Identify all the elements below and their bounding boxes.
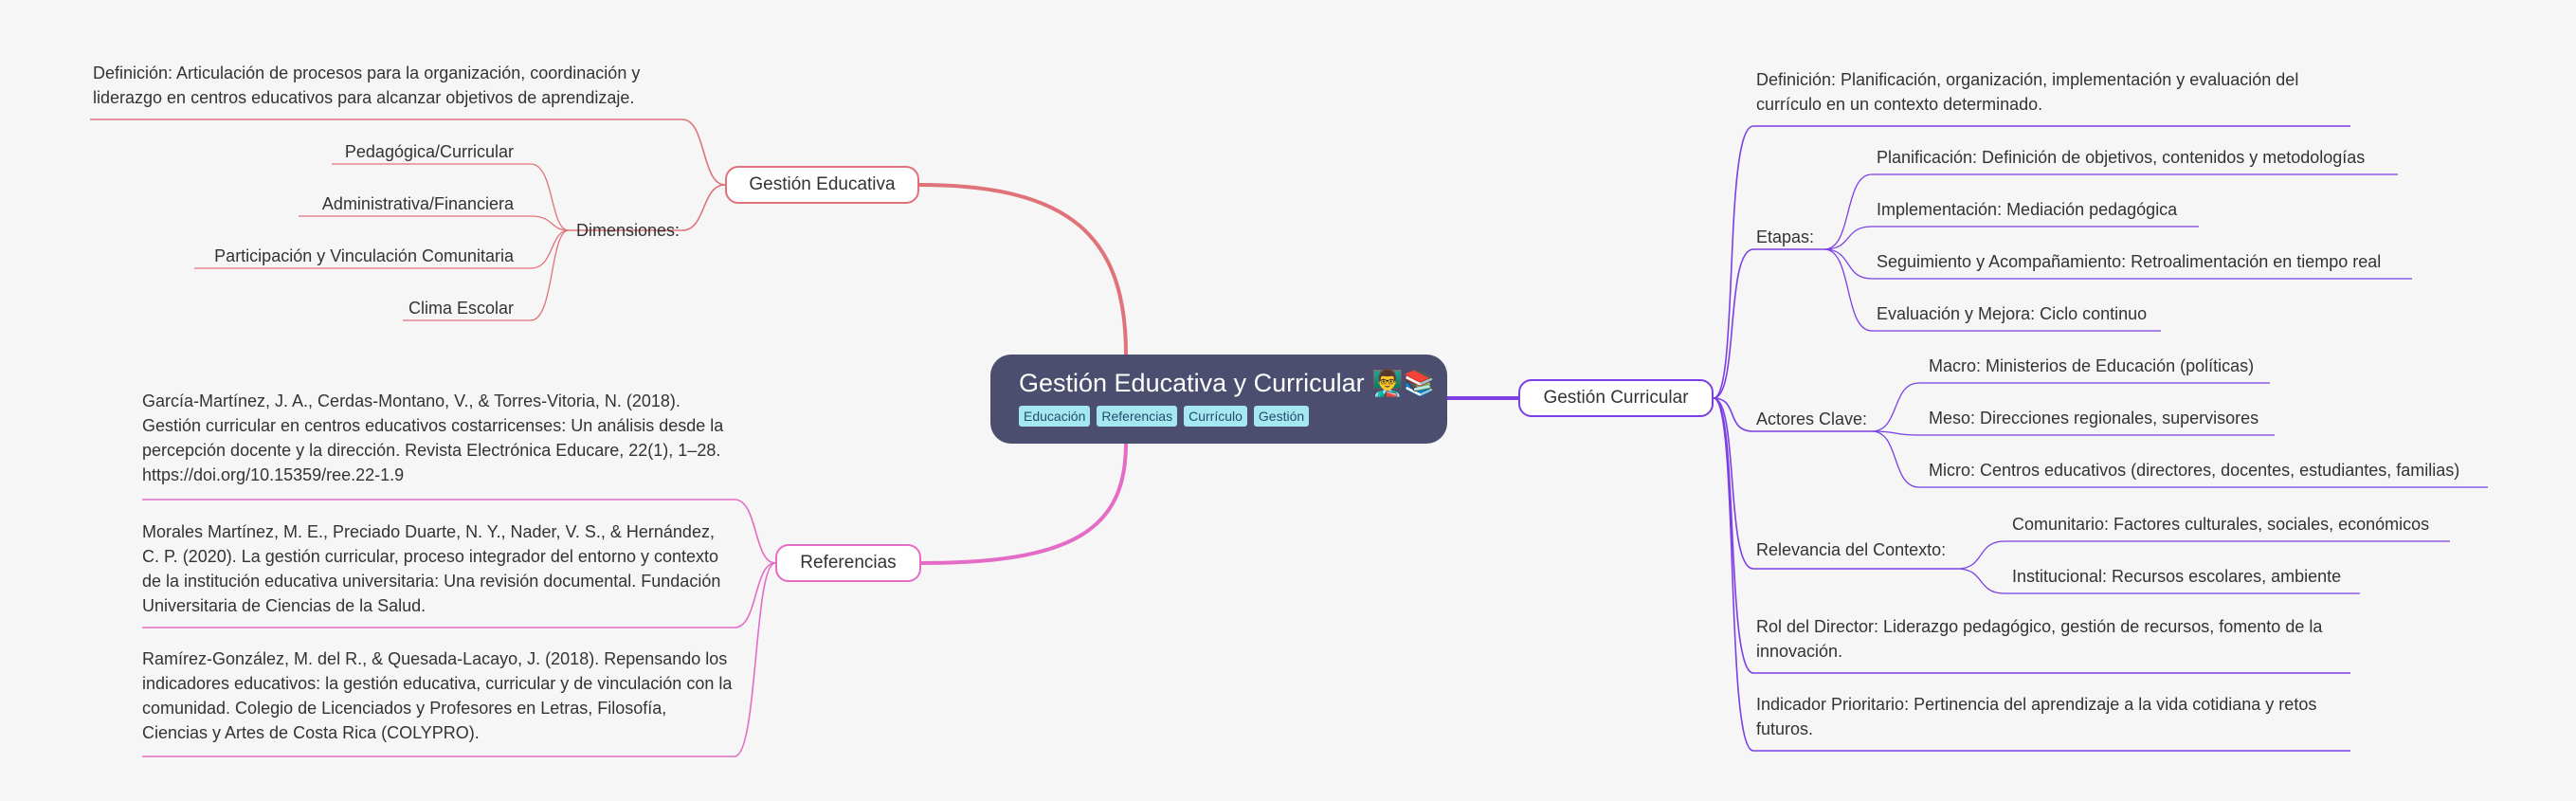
node-dimension-clima[interactable]: Clima Escolar — [408, 299, 514, 318]
tag-educacion[interactable]: Educación — [1019, 406, 1091, 427]
node-etapa-planificacion[interactable]: Planificación: Definición de objetivos, … — [1877, 148, 2366, 167]
node-dimension-administrativa[interactable]: Administrativa/Financiera — [321, 194, 514, 213]
connector-ref-3 — [142, 562, 776, 757]
connector-dim-2 — [299, 215, 570, 231]
connector-definicion-curricular — [1713, 125, 2350, 399]
connector-root-referencias — [920, 443, 1128, 565]
connector-etapa-2 — [1823, 226, 2199, 250]
node-referencias[interactable]: Referencias — [775, 544, 921, 582]
tag-curriculo[interactable]: Currículo — [1184, 406, 1247, 427]
node-gestion-educativa[interactable]: Gestión Educativa — [725, 166, 919, 204]
connector-etapa-3 — [1823, 248, 2412, 280]
connector-actores — [1713, 397, 1872, 432]
connector-dim-1 — [332, 163, 570, 231]
node-definicion-curricular[interactable]: Definición: Planificación, organización,… — [1756, 70, 2299, 114]
tag-referencias[interactable]: Referencias — [1097, 406, 1178, 427]
node-dimension-participacion[interactable]: Participación y Vinculación Comunitaria — [214, 246, 514, 265]
node-etapa-seguimiento[interactable]: Seguimiento y Acompañamiento: Retroalime… — [1877, 252, 2382, 271]
root-node[interactable]: Gestión Educativa y Curricular 👨‍🏫📚 Educ… — [990, 355, 1447, 444]
node-etapa-implementacion[interactable]: Implementación: Mediación pedagógica — [1877, 200, 2178, 219]
node-actores[interactable]: Actores Clave: — [1756, 410, 1868, 428]
node-etapas[interactable]: Etapas: — [1756, 228, 1815, 246]
node-dimensiones[interactable]: Dimensiones: — [576, 221, 680, 240]
node-actor-meso[interactable]: Meso: Direcciones regionales, supervisor… — [1929, 409, 2259, 428]
node-rol-director[interactable]: Rol del Director: Liderazgo pedagógico, … — [1756, 617, 2323, 661]
node-relevancia-institucional[interactable]: Institucional: Recursos escolares, ambie… — [2012, 567, 2342, 586]
connector-etapa-4 — [1823, 248, 2161, 332]
connector-rol-director — [1713, 397, 2350, 674]
tag-gestion[interactable]: Gestión — [1253, 406, 1310, 427]
node-referencia-1[interactable]: García-Martínez, J. A., Cerdas-Montano, … — [142, 391, 724, 484]
node-definicion-educativa[interactable]: Definición: Articulación de procesos par… — [93, 64, 641, 107]
connector-ref-2 — [142, 562, 776, 628]
node-actor-macro[interactable]: Macro: Ministerios de Educación (polític… — [1929, 356, 2255, 375]
connector-relev-2 — [1956, 568, 2360, 594]
connector-relevancia — [1713, 397, 1957, 570]
node-referencia-3[interactable]: Ramírez-González, M. del R., & Quesada-L… — [142, 649, 733, 742]
connector-actor-1 — [1871, 382, 2270, 432]
connector-etapa-1 — [1823, 173, 2398, 250]
root-tags: Educación Referencias Currículo Gestión — [1019, 406, 1447, 427]
node-relevancia-comunitario[interactable]: Comunitario: Factores culturales, social… — [2012, 515, 2430, 534]
node-referencia-2[interactable]: Morales Martínez, M. E., Preciado Duarte… — [142, 522, 721, 615]
connector-etapas — [1713, 248, 1824, 399]
connector-indicador — [1713, 397, 2350, 752]
connector-dim-4 — [403, 229, 570, 321]
node-relevancia[interactable]: Relevancia del Contexto: — [1756, 540, 1947, 559]
root-title: Gestión Educativa y Curricular 👨‍🏫📚 — [1019, 369, 1436, 397]
connector-actor-3 — [1871, 430, 2488, 488]
connector-definicion-educativa — [90, 118, 726, 186]
node-indicador-prioritario[interactable]: Indicador Prioritario: Pertinencia del a… — [1756, 695, 2317, 738]
connector-ref-1 — [142, 499, 776, 564]
connector-relev-1 — [1956, 540, 2450, 570]
node-actor-micro[interactable]: Micro: Centros educativos (directores, d… — [1929, 461, 2460, 480]
connector-dim-3 — [194, 229, 570, 269]
node-gestion-curricular[interactable]: Gestión Curricular — [1518, 379, 1714, 417]
connector-root-gestion-educativa — [918, 183, 1128, 355]
connector-actor-2 — [1871, 430, 2275, 436]
node-dimension-pedagogica[interactable]: Pedagógica/Curricular — [344, 142, 514, 161]
node-etapa-evaluacion[interactable]: Evaluación y Mejora: Ciclo continuo — [1877, 304, 2148, 323]
connector-dimensiones — [569, 184, 726, 231]
